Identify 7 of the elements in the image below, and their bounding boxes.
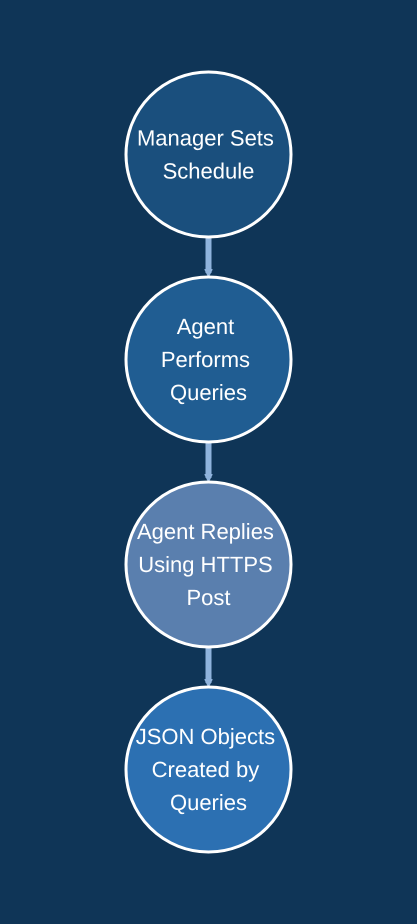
- arrow: [204, 442, 213, 482]
- arrow: [204, 647, 213, 688]
- node-circle: Agent Performs Queries: [124, 276, 292, 444]
- node-circle: Agent Replies Using HTTPS Post: [124, 480, 292, 648]
- node-circle: Manager Sets Schedule: [124, 70, 292, 238]
- arrow: [204, 237, 213, 278]
- node-circle: JSON Objects Created by Queries: [124, 686, 292, 854]
